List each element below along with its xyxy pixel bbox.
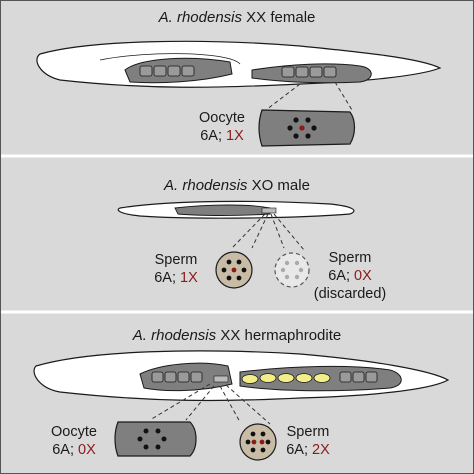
- discarded-note: (discarded): [314, 286, 387, 302]
- autosome: [280, 267, 286, 273]
- panel-female: A. rhodensis XX female Oocyte 6: [36, 9, 442, 147]
- autosome: [305, 133, 311, 139]
- oocyte-row-female: [139, 65, 337, 78]
- karyotype-label: 6A; 0X: [52, 442, 96, 458]
- panel-title-hermaphrodite: A. rhodensis XX hermaphrodite: [132, 327, 341, 344]
- autosome: [155, 444, 161, 450]
- autosome: [250, 447, 256, 453]
- x-chromosome: [231, 267, 237, 273]
- panel-hermaphrodite: A. rhodensis XX hermaphrodite: [33, 327, 450, 461]
- autosome: [236, 275, 242, 281]
- karyotype-label: 6A; 0X: [328, 268, 372, 284]
- zoom-line: [265, 83, 301, 111]
- autosome: [294, 260, 300, 266]
- autosome: [236, 259, 242, 265]
- autosome: [260, 447, 266, 453]
- zoom-line: [273, 213, 305, 251]
- zoom-line: [149, 383, 211, 421]
- zoom-line: [225, 384, 271, 425]
- yolk-granules: [241, 373, 331, 384]
- autosome: [265, 439, 271, 445]
- title-sex: XO male: [247, 177, 310, 194]
- karyotype-label: 6A; 1X: [154, 270, 198, 286]
- autosome: [161, 436, 167, 442]
- gut-line-female: [99, 53, 241, 65]
- cell-type-label: Sperm: [287, 424, 330, 440]
- autosome: [311, 125, 317, 131]
- autosome: [143, 428, 149, 434]
- autosome: [250, 431, 256, 437]
- chromosome-set: [280, 260, 304, 280]
- autosome: [221, 267, 227, 273]
- autosome: [305, 117, 311, 123]
- cell-type-label: Sperm: [155, 252, 198, 268]
- zoom-line: [231, 213, 266, 249]
- autosome: [298, 267, 304, 273]
- oocyte-row: [151, 371, 378, 383]
- panel-title-female: A. rhodensis XX female: [158, 9, 316, 26]
- zoom-line: [185, 385, 215, 421]
- worm-body-female: [36, 40, 442, 88]
- autosome: [284, 260, 290, 266]
- autosome: [143, 444, 149, 450]
- autosome: [260, 431, 266, 437]
- karyotype-label: 6A; 1X: [200, 128, 244, 144]
- cell-type-label: Sperm: [329, 250, 372, 266]
- chromosome-set: [287, 117, 317, 139]
- cell-type-label: Oocyte: [51, 424, 97, 440]
- karyotype-label: 6A; 2X: [286, 442, 330, 458]
- sperm-cell-0x-discarded: [274, 252, 310, 288]
- spermatheca: [213, 375, 229, 383]
- gonad-male: [174, 204, 271, 216]
- x-chromosome: [259, 439, 265, 445]
- oocyte-cell-female: [258, 109, 356, 147]
- sperm-cluster: [261, 207, 277, 214]
- autosome: [226, 259, 232, 265]
- autosome: [226, 275, 232, 281]
- autosome: [284, 274, 290, 280]
- zoom-line: [270, 213, 285, 249]
- chromosome-set: [221, 259, 247, 281]
- zoom-line: [334, 81, 353, 111]
- autosome: [245, 439, 251, 445]
- autosome: [137, 436, 143, 442]
- zoom-line: [251, 213, 269, 249]
- x-chromosome: [251, 439, 257, 445]
- title-species: A. rhodensis: [132, 327, 217, 344]
- title-sex: XX hermaphrodite: [216, 327, 341, 344]
- title-species: A. rhodensis: [158, 9, 243, 26]
- panel-title-male: A. rhodensis XO male: [163, 177, 310, 194]
- autosome: [155, 428, 161, 434]
- panel-male: A. rhodensis XO male Sper: [117, 177, 387, 302]
- oocyte-cell-0x: [114, 421, 197, 457]
- title-species: A. rhodensis: [163, 177, 248, 194]
- autosome: [294, 274, 300, 280]
- chromosome-set: [137, 428, 167, 450]
- sperm-cell-2x: [239, 423, 277, 461]
- title-sex: XX female: [242, 9, 315, 26]
- chromosome-set: [245, 431, 271, 453]
- x-chromosome: [299, 125, 305, 131]
- autosome: [241, 267, 247, 273]
- cell-type-label: Oocyte: [199, 110, 245, 126]
- autosome: [293, 133, 299, 139]
- autosome: [293, 117, 299, 123]
- autosome: [287, 125, 293, 131]
